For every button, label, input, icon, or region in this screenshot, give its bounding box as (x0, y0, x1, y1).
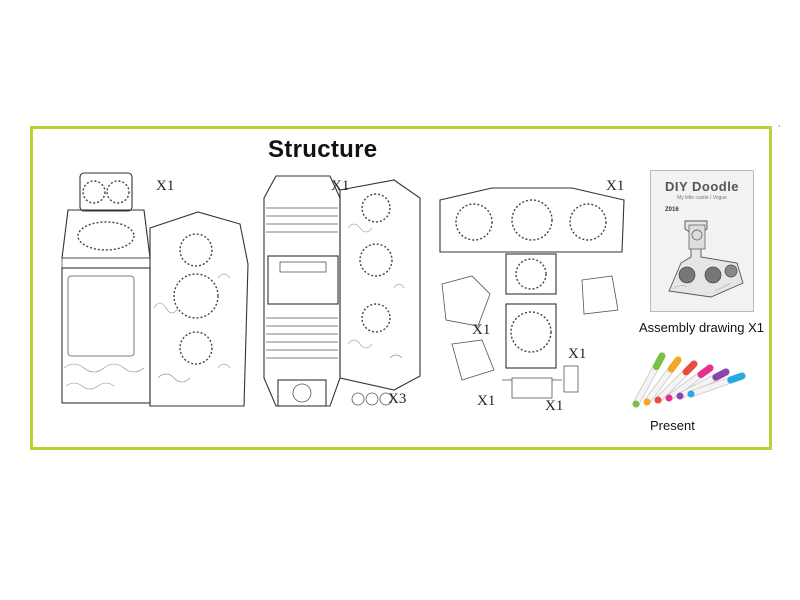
booklet-subtitle: My little castle / Vogue (677, 195, 727, 201)
sheet-2-quantity: X1 (331, 178, 350, 194)
booklet-code: Z016 (665, 207, 679, 213)
assembly-drawing-caption: Assembly drawing X1 (639, 320, 764, 335)
small-pieces-a-quantity: X1 (472, 322, 491, 338)
page-title: Structure (268, 136, 378, 163)
marker-3 (654, 360, 698, 404)
booklet-title: DIY Doodle (664, 179, 740, 194)
sheet-2-drawing (263, 175, 421, 407)
castle-model-image (668, 220, 744, 298)
marker-2 (643, 356, 682, 406)
marker-6 (687, 372, 746, 398)
circles-quantity: X3 (388, 391, 407, 407)
marker-1 (632, 352, 666, 408)
markers-image (632, 352, 746, 408)
small-pieces-b-quantity: X1 (568, 346, 587, 362)
marker-5 (676, 368, 730, 400)
assembly-booklet: DIY Doodle My little castle / Vogue Z016 (650, 170, 754, 312)
marker-4 (665, 364, 714, 402)
corner-mark: ¸ (778, 118, 781, 127)
sheet-3-quantity: X1 (606, 178, 625, 194)
sheet-1-quantity: X1 (156, 178, 175, 194)
sheet-3-drawing (439, 187, 625, 399)
bottom-left-quantity: X1 (477, 393, 496, 409)
bottom-right-quantity: X1 (545, 398, 564, 414)
sheet-1-drawing (61, 172, 249, 407)
present-caption: Present (650, 418, 695, 433)
